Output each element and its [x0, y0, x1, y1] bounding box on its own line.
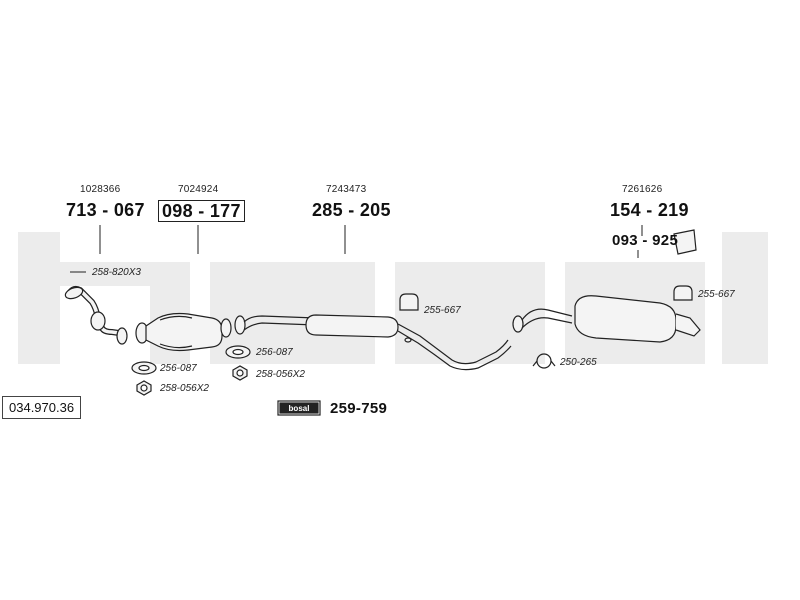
part-number: 154 - 219 [610, 200, 689, 220]
front-pipe-flange [64, 286, 84, 300]
watermark-block [395, 262, 545, 364]
tail-pipe [675, 313, 701, 337]
accessory-label: 255-667 [424, 305, 461, 316]
cat-outlet-flange [220, 318, 232, 338]
front-pipe-flex [90, 311, 106, 331]
diagram-id: 034.970.36 [2, 396, 82, 419]
cat-body [145, 312, 223, 352]
part-number-bracket: 093 - 925 [612, 232, 679, 249]
rubber-mount-255-667 [673, 285, 693, 301]
watermark-block [60, 262, 190, 286]
hanger-tab [404, 337, 412, 343]
rear-silencer-body [574, 295, 677, 343]
watermark-block [18, 232, 60, 364]
center-pipe-flange [234, 315, 246, 335]
rubber-mount-255-667 [399, 293, 419, 311]
front-pipe-outlet-flange [116, 327, 128, 345]
center-pipe-rear [397, 323, 512, 371]
ref-number: 7024924 [178, 184, 219, 195]
accessory-label: 255-667 [698, 289, 735, 300]
kit-part-number: 259-759 [330, 400, 388, 417]
ref-number: 7261626 [622, 184, 663, 195]
rear-pipe-flange [512, 315, 524, 333]
accessory-label: 258-056X2 [160, 383, 209, 394]
resonator-body [305, 314, 399, 338]
accessory-label: 256-087 [256, 347, 293, 358]
accessory-label: 258-820X3 [92, 267, 141, 278]
bracket-093-925 [673, 229, 697, 255]
accessory-label: 258-056X2 [256, 369, 305, 380]
bosal-logo-text: bosal [289, 404, 310, 413]
ref-number: 7243473 [326, 184, 367, 195]
part-number: 713 - 067 [66, 200, 145, 220]
ref-number: 1028366 [80, 184, 121, 195]
accessory-label: 256-087 [160, 363, 197, 374]
center-pipe-front [243, 315, 317, 331]
clamp-250-265 [536, 353, 552, 369]
watermark-block [722, 232, 768, 364]
rear-pipe [521, 308, 573, 329]
cat-body-detail [159, 315, 193, 349]
accessory-label: 250-265 [560, 357, 597, 368]
part-number: 285 - 205 [312, 200, 391, 220]
part-number-boxed: 098 - 177 [158, 200, 245, 222]
